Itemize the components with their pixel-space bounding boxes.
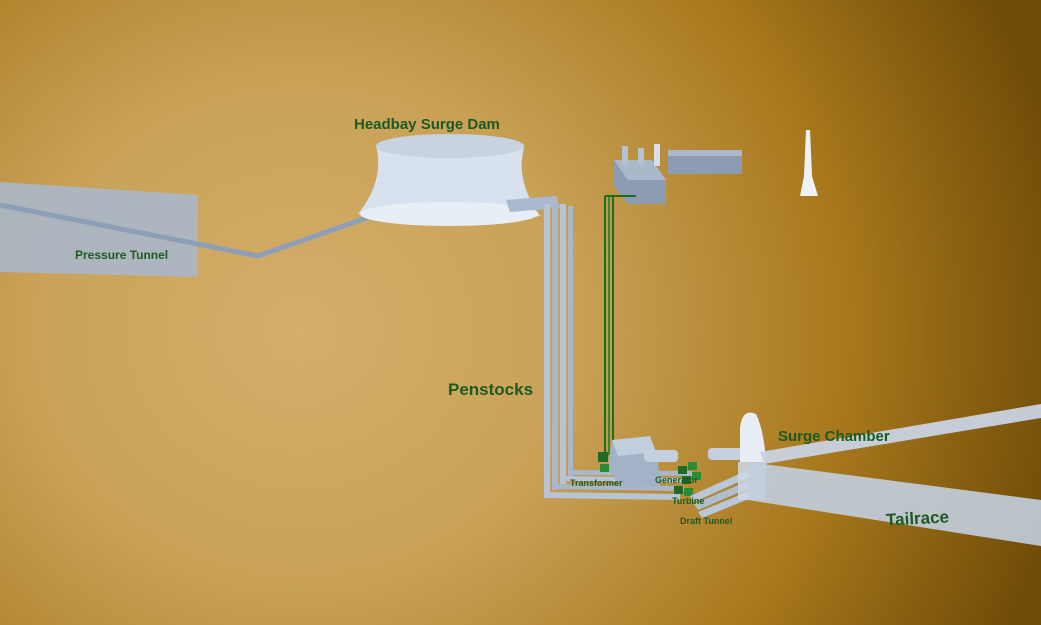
switchyard-tower-2	[638, 148, 644, 164]
generator-unit-2	[688, 462, 697, 470]
draft-tunnel-label: Draft Tunnel	[680, 516, 733, 526]
generator-unit-3	[682, 476, 691, 484]
generator-unit-4	[692, 472, 701, 480]
headbay-surge-dam-label: Headbay Surge Dam	[354, 116, 500, 133]
pressure-tunnel-label: Pressure Tunnel	[75, 248, 169, 262]
transformer-unit-1	[598, 452, 608, 462]
pressure-tunnel-panel	[0, 182, 198, 277]
surge-chamber-label: Surge Chamber	[778, 428, 890, 445]
generator-unit-1	[678, 466, 687, 474]
powerhouse-connector	[644, 450, 678, 462]
upper-tunnel	[760, 404, 1041, 464]
draft-tunnel-1	[690, 470, 752, 502]
switchyard-tower-3	[654, 144, 660, 166]
transmission-block	[668, 154, 742, 174]
generator-unit-5	[674, 486, 683, 494]
generator-label: Generator	[655, 475, 699, 485]
switchyard-roof	[614, 160, 666, 180]
headbay-surge-dam-base	[360, 202, 538, 226]
penstock-pipe-2	[552, 202, 558, 490]
transmission-tower	[800, 130, 818, 196]
turbine-label: Turbine	[672, 496, 705, 506]
surge-chamber-connector	[708, 448, 744, 460]
penstock-pipe-1	[544, 204, 550, 498]
powerhouse-top	[612, 436, 656, 456]
transmission-block-top	[668, 150, 742, 156]
penstock-run-1	[544, 492, 680, 500]
tailrace-label: Tailrace	[885, 507, 950, 530]
penstocks-label: Penstocks	[448, 380, 534, 399]
penstock-pipe-3	[560, 204, 566, 484]
generator-unit-6	[684, 488, 693, 496]
transformer-unit-2	[600, 464, 609, 472]
pressure-tunnel-pipe	[0, 202, 373, 259]
switchyard-tower-1	[622, 146, 628, 164]
tailrace	[748, 462, 1041, 546]
headbay-surge-dam-top	[376, 134, 524, 158]
transformer-label: Transformer	[570, 478, 623, 488]
surge-chamber	[740, 412, 766, 462]
penstock-pipe-4	[568, 206, 573, 476]
headbay-surge-dam	[358, 137, 540, 224]
